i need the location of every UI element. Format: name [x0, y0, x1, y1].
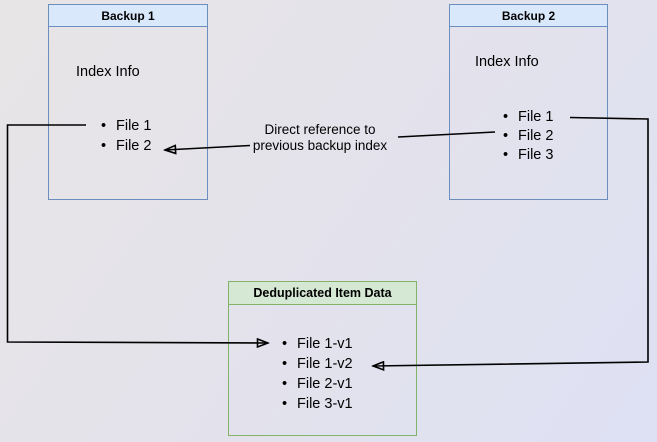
list-item: File 2 — [503, 127, 553, 146]
backup1-index-info-label: Index Info — [76, 64, 140, 80]
backup1-file-list: File 1 File 2 — [101, 116, 151, 156]
dedup-file-list: File 1-v1 File 1-v2 File 2-v1 File 3-v1 — [282, 334, 353, 414]
list-item: File 1-v1 — [282, 334, 353, 354]
backup2-index-info-label: Index Info — [475, 54, 539, 70]
list-item: File 2-v1 — [282, 374, 353, 394]
edge-annotation-line2: previous backup index — [252, 138, 388, 153]
list-item: File 1 — [101, 116, 151, 136]
list-item: File 1 — [503, 108, 553, 127]
list-item: File 2 — [101, 136, 151, 156]
dedup-title: Deduplicated Item Data — [229, 282, 416, 305]
backup2-file-list: File 1 File 2 File 3 — [503, 108, 553, 165]
list-item: File 3 — [503, 146, 553, 165]
edge-annotation-line1: Direct reference to — [264, 122, 376, 137]
edge-annotation: Direct reference to previous backup inde… — [230, 122, 410, 154]
backup1-title: Backup 1 — [49, 5, 207, 27]
list-item: File 3-v1 — [282, 394, 353, 414]
backup2-title: Backup 2 — [450, 5, 607, 27]
list-item: File 1-v2 — [282, 354, 353, 374]
backup1-node: Backup 1 Index Info File 1 File 2 — [48, 4, 208, 200]
dedup-node: Deduplicated Item Data File 1-v1 File 1-… — [228, 281, 417, 436]
backup2-node: Backup 2 Index Info File 1 File 2 File 3 — [449, 4, 608, 200]
